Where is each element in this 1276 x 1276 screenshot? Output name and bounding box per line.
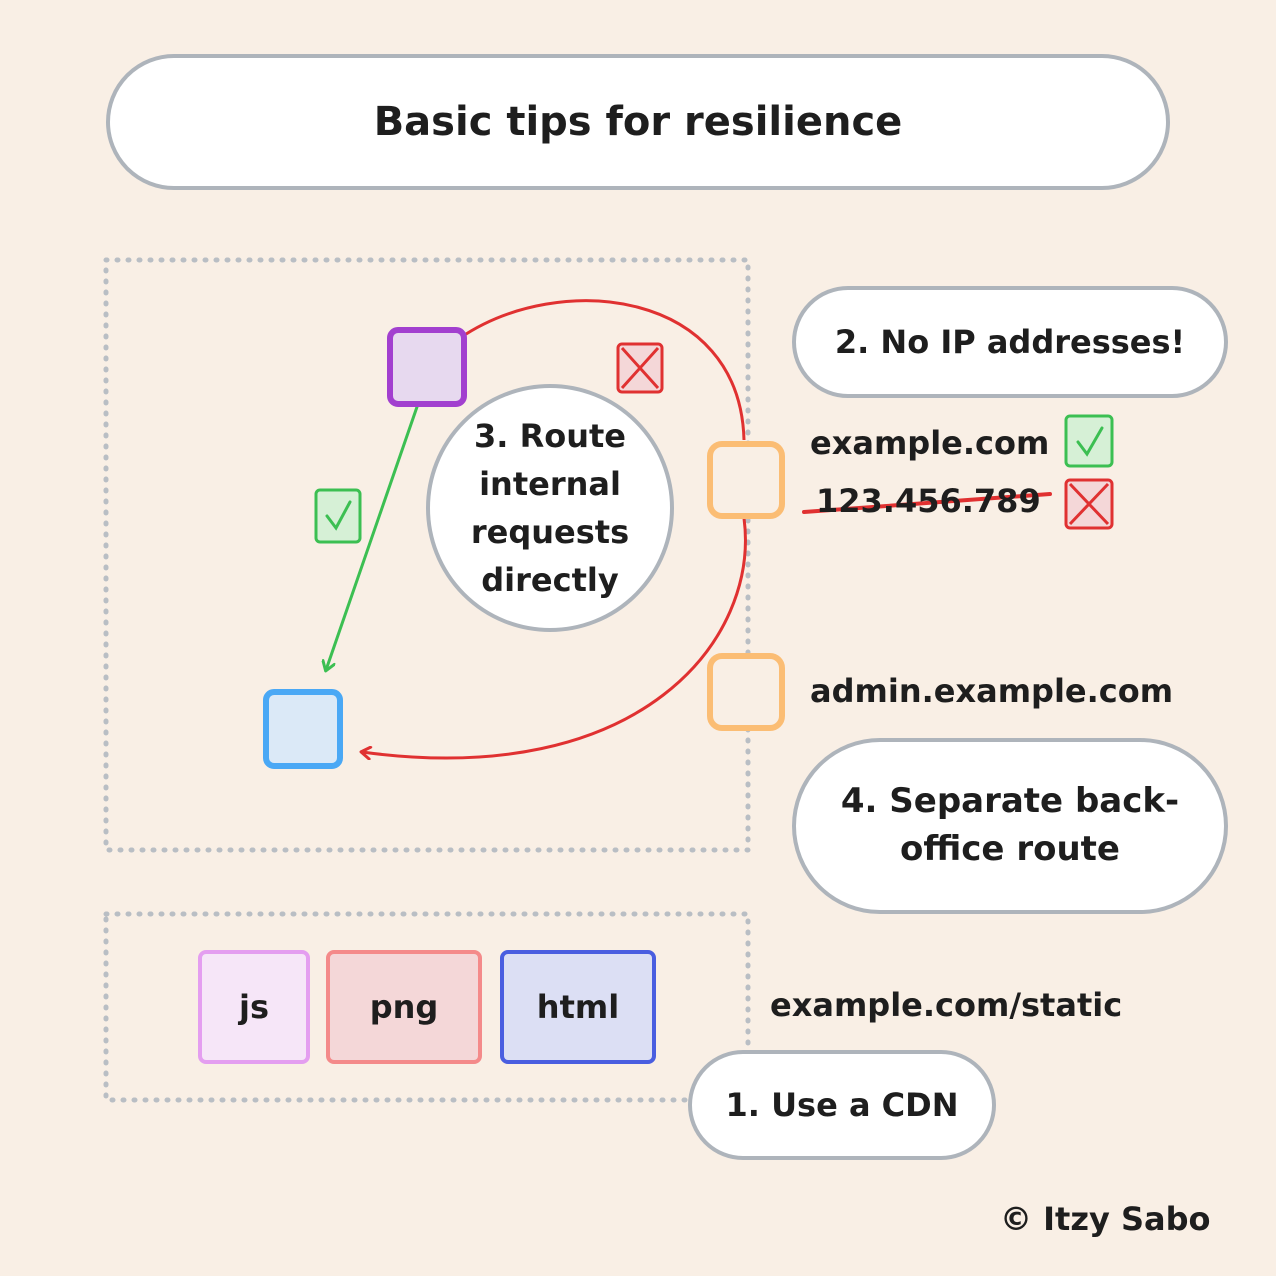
admin-domain-label: admin.example.com [810,672,1174,710]
service-b-box [263,689,343,769]
check-icon [1064,414,1114,468]
cross-icon [1064,478,1114,530]
external-route-arrow [362,299,747,758]
js-file-box: js [198,950,310,1064]
cdn-boundary [103,911,751,1103]
internal-route-arrow [326,403,420,670]
tip-separate-backoffice: 4. Separate back-office route [792,738,1228,914]
static-path-label: example.com/static [770,986,1123,1024]
public-gateway-box [707,441,785,519]
domain-label: example.com [810,424,1050,462]
png-file-box: png [326,950,482,1064]
check-icon [314,488,362,544]
ip-strikethrough [802,492,1052,514]
tip-route-internal: 3. Route internal requests directly [426,384,674,632]
admin-gateway-box [707,653,785,731]
service-a-box [387,327,467,407]
tip-no-ip: 2. No IP addresses! [792,286,1228,398]
page-title: Basic tips for resilience [106,54,1170,190]
tip-use-cdn: 1. Use a CDN [688,1050,996,1160]
author-credit: © Itzy Sabo [1000,1200,1211,1238]
cross-icon [616,342,664,394]
html-file-box: html [500,950,656,1064]
network-boundary [103,257,751,853]
ip-label: 123.456.789 [816,482,1041,520]
